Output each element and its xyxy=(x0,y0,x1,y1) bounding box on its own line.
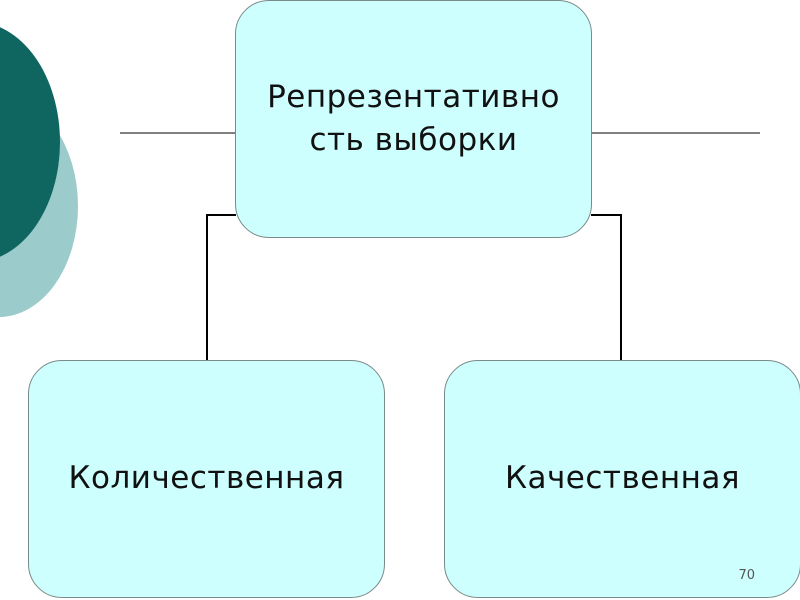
child-node-quantitative: Количественная xyxy=(28,360,385,598)
root-node-label: Репрезентативно сть выборки xyxy=(267,78,560,158)
child-node-qualitative: Качественная xyxy=(444,360,800,598)
child-node-qualitative-label: Качественная xyxy=(504,460,741,497)
page-number: 70 xyxy=(738,568,755,583)
connector-left xyxy=(206,214,236,360)
root-node: Репрезентативно сть выборки xyxy=(235,0,592,238)
connector-right xyxy=(591,214,622,360)
child-node-quantitative-label: Количественная xyxy=(68,460,345,497)
